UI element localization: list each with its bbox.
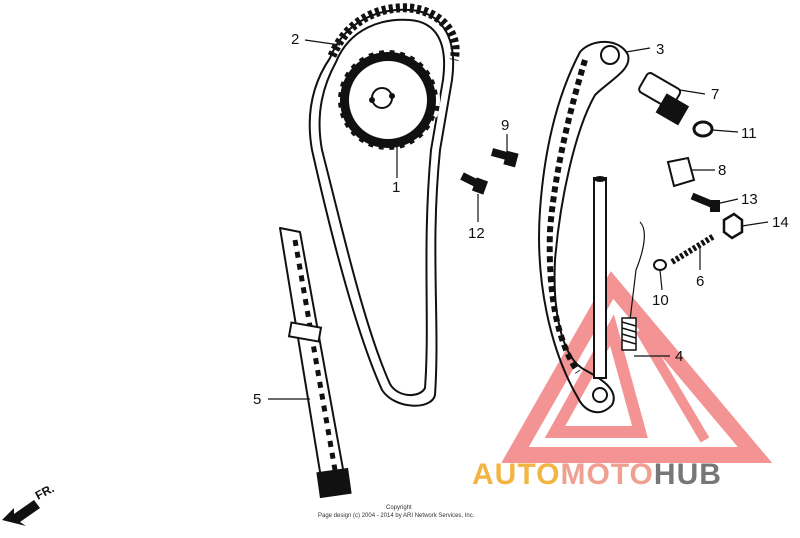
callout-1: 1 [392, 179, 400, 196]
bolt-13 [690, 192, 720, 212]
callout-8: 8 [718, 162, 726, 179]
callout-12: 12 [468, 225, 485, 242]
callout-11: 11 [741, 125, 757, 142]
adjuster-bolt [670, 233, 716, 265]
callout-13: 13 [741, 191, 758, 208]
front-arrow-icon [2, 500, 40, 526]
callout-6: 6 [696, 273, 704, 290]
copyright-line-2: Page design (c) 2004 - 2014 by ARI Netwo… [318, 513, 475, 519]
stopper-plate [666, 156, 696, 188]
callout-2: 2 [291, 31, 299, 48]
tensioner-arm [538, 40, 630, 414]
watermark-moto: MOTO [560, 458, 653, 491]
callout-3: 3 [656, 41, 664, 58]
bolt-12 [460, 172, 489, 195]
leader-lines [268, 39, 769, 400]
watermark-logo [501, 271, 773, 463]
o-ring [692, 120, 714, 138]
copyright-line-1: Copyright [386, 505, 412, 511]
tensioner-spring [621, 221, 645, 351]
callout-4: 4 [675, 348, 683, 365]
callout-14: 14 [772, 214, 789, 231]
washer [653, 259, 667, 271]
callout-9: 9 [501, 117, 509, 134]
watermark-hub: HUB [654, 458, 722, 491]
callout-10: 10 [652, 292, 669, 309]
nut [722, 212, 744, 240]
cam-chain [308, 3, 460, 407]
tensioner-pushrod [593, 176, 607, 379]
callout-7: 7 [711, 86, 719, 103]
front-label: FR. [33, 481, 57, 502]
watermark-wordmark: AUTOMOTOHUB [472, 458, 722, 491]
callout-5: 5 [253, 391, 261, 408]
watermark-auto: AUTO [472, 458, 560, 491]
tensioner-plunger [638, 72, 690, 126]
front-direction-indicator: FR. [2, 481, 56, 526]
cam-sprocket [336, 48, 440, 152]
bolt-9 [490, 148, 519, 168]
